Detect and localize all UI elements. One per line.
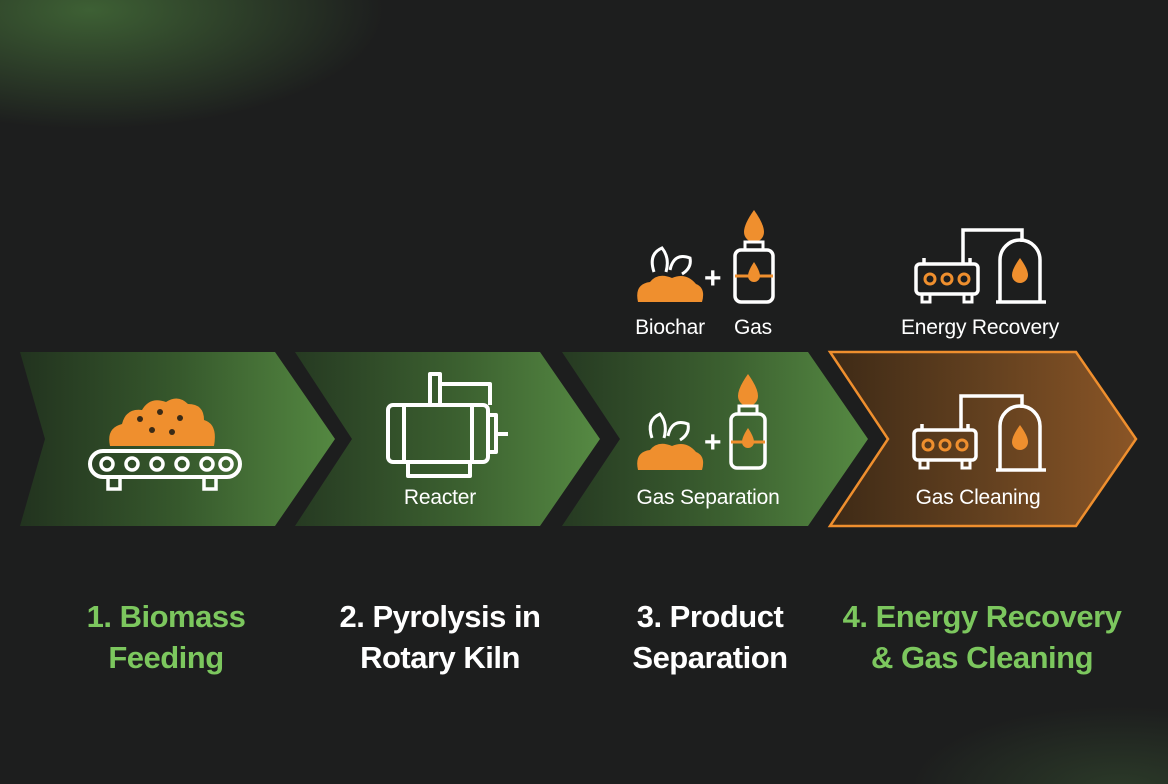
stage-4-icon-label: Gas Cleaning: [915, 486, 1041, 509]
chevron-stage-2: [295, 352, 600, 526]
step-title-2: 2. Pyrolysis in Rotary Kiln: [339, 599, 542, 675]
step-title-3: 3. Product Separation: [632, 599, 788, 675]
chevron-stage-3: [562, 352, 868, 526]
step-title-1: 1. Biomass Feeding: [86, 599, 246, 675]
biochar-label: Biochar: [635, 316, 705, 339]
stage-2-icon-label: Reacter: [403, 486, 477, 509]
gas-label: Gas: [734, 316, 772, 339]
gas-cleaning-unit-icon: [912, 394, 1046, 472]
stage-3-icon-label: Gas Separation: [636, 486, 780, 509]
conveyor-biomass-icon: [88, 398, 242, 491]
energy-recovery-label: Energy Recovery: [900, 316, 1060, 339]
step-title-4: 4. Energy Recovery & Gas Cleaning: [842, 599, 1122, 675]
biochar-plus-gas-icon: [637, 210, 775, 304]
energy-recovery-icon: [914, 228, 1046, 304]
biochar-gas-icon-band: [637, 374, 767, 470]
plus-sign-band: +: [704, 426, 722, 459]
plus-sign-top: +: [704, 262, 722, 295]
rotary-kiln-reactor-icon: [386, 372, 508, 478]
chevron-stage-4: [827, 350, 1138, 528]
